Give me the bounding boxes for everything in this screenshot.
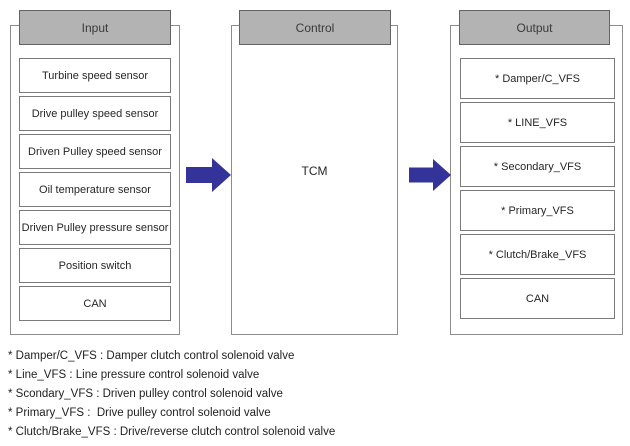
- input-item-oil-temperature-sensor: Oil temperature sensor: [19, 172, 171, 207]
- footnote-primary-vfs: * Primary_VFS : Drive pulley control sol…: [8, 407, 271, 419]
- output-item-secondary-vfs: * Secondary_VFS: [460, 146, 615, 187]
- arrow-right-icon: [409, 159, 451, 191]
- input-header: Input: [19, 10, 171, 45]
- arrow-right-icon: [186, 158, 231, 192]
- control-column-frame: [231, 25, 398, 335]
- control-header: Control: [239, 10, 391, 45]
- input-item-drive-pulley-speed-sensor: Drive pulley speed sensor: [19, 96, 171, 131]
- footnote-line-vfs: * Line_VFS : Line pressure control solen…: [8, 369, 260, 381]
- footnote-secondary-vfs: * Scondary_VFS : Driven pulley control s…: [8, 388, 283, 400]
- tcm-label: TCM: [301, 164, 328, 178]
- output-header: Output: [459, 10, 610, 45]
- footnote-clutch-brake-vfs: * Clutch/Brake_VFS : Drive/reverse clutc…: [8, 426, 336, 438]
- footnotes: * Damper/C_VFS : Damper clutch control s…: [8, 347, 478, 442]
- footnote-damper-c-vfs: * Damper/C_VFS : Damper clutch control s…: [8, 350, 295, 362]
- output-item-primary-vfs: * Primary_VFS: [460, 190, 615, 231]
- output-item-can: CAN: [460, 278, 615, 319]
- input-item-driven-pulley-speed-sensor: Driven Pulley speed sensor: [19, 134, 171, 169]
- output-item-clutch-brake-vfs: * Clutch/Brake_VFS: [460, 234, 615, 275]
- input-item-can: CAN: [19, 286, 171, 321]
- input-item-position-switch: Position switch: [19, 248, 171, 283]
- output-item-line-vfs: * LINE_VFS: [460, 102, 615, 143]
- output-item-damper-c-vfs: * Damper/C_VFS: [460, 58, 615, 99]
- input-item-turbine-speed-sensor: Turbine speed sensor: [19, 58, 171, 93]
- input-item-driven-pulley-pressure-sensor: Driven Pulley pressure sensor: [19, 210, 171, 245]
